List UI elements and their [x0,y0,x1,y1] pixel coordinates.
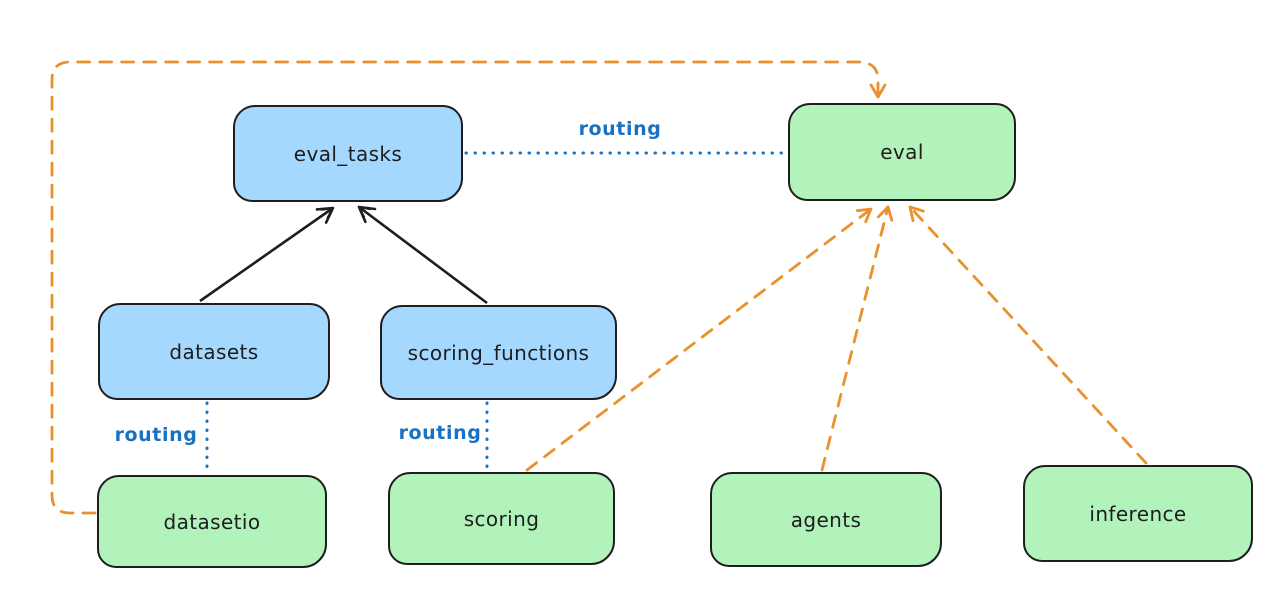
node-datasetio-label: datasetio [163,509,261,534]
node-inference-label: inference [1089,501,1187,526]
node-scoring-functions-label: scoring_functions [407,340,590,365]
node-datasets: datasets [98,303,330,400]
node-eval-label: eval [880,140,924,164]
node-agents: agents [710,472,942,567]
edge-agents-to-eval [820,205,894,472]
edge-scoring-functions-to-eval-tasks [357,205,488,305]
node-eval-tasks-label: eval_tasks [293,141,403,166]
node-scoring: scoring [388,472,615,565]
node-datasets-label: datasets [169,339,259,364]
routing-label-eval-tasks-eval: routing [578,118,662,140]
node-inference: inference [1023,465,1253,562]
routing-label-datasets-datasetio: routing [114,424,198,446]
node-eval-tasks: eval_tasks [233,105,463,202]
node-eval: eval [788,103,1016,201]
node-scoring-functions: scoring_functions [380,305,617,400]
node-agents-label: agents [790,507,862,532]
node-scoring-label: scoring [463,506,540,531]
edge-scoring-to-eval [525,207,873,472]
edge-datasetio-to-eval [50,60,887,515]
edge-datasets-to-eval-tasks [199,206,335,303]
routing-label-scoring-functions-scoring: routing [398,422,482,444]
node-datasetio: datasetio [97,475,327,568]
edge-inference-to-eval [908,205,1148,465]
